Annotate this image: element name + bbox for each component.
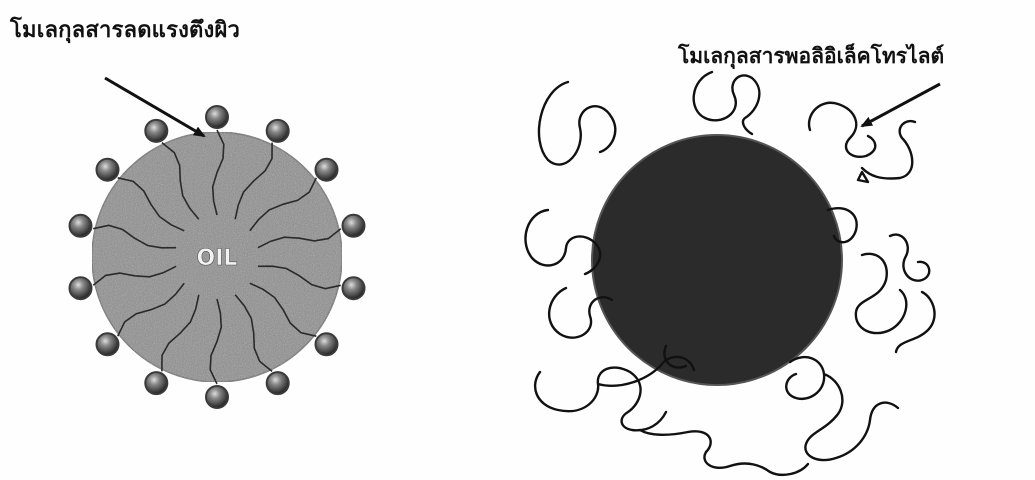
- surfactant-head: [267, 372, 289, 394]
- dark-droplet: [592, 135, 842, 385]
- polymer-chain: [809, 103, 915, 179]
- polyelectrolyte-pointer-arrow: [862, 84, 940, 126]
- surfactant-head: [97, 159, 119, 181]
- polymer-chain: [525, 210, 600, 274]
- polymer-chain: [539, 82, 615, 165]
- polymer-chain: [640, 430, 711, 452]
- surfactant-head: [145, 120, 167, 142]
- polyelectrolyte-droplet-group: [525, 72, 940, 475]
- polymer-chain: [890, 235, 935, 352]
- surfactant-head: [343, 277, 365, 299]
- surfactant-head: [316, 159, 338, 181]
- surfactant-head: [97, 333, 119, 355]
- polymer-chain: [694, 72, 760, 134]
- polymer-chain: [858, 172, 868, 182]
- surfactant-head: [206, 386, 228, 408]
- surfactant-head: [343, 215, 365, 237]
- polymer-chain: [786, 357, 898, 460]
- surfactant-head: [70, 215, 92, 237]
- surfactant-droplet-group: OIL: [70, 78, 365, 408]
- surfactant-head: [145, 372, 167, 394]
- surfactant-head: [70, 277, 92, 299]
- surfactant-head: [316, 333, 338, 355]
- surfactant-head: [206, 106, 228, 128]
- polymer-chain: [856, 254, 906, 333]
- surfactant-head: [267, 120, 289, 142]
- polymer-chain: [704, 452, 808, 475]
- oil-droplet-label: OIL: [197, 246, 238, 271]
